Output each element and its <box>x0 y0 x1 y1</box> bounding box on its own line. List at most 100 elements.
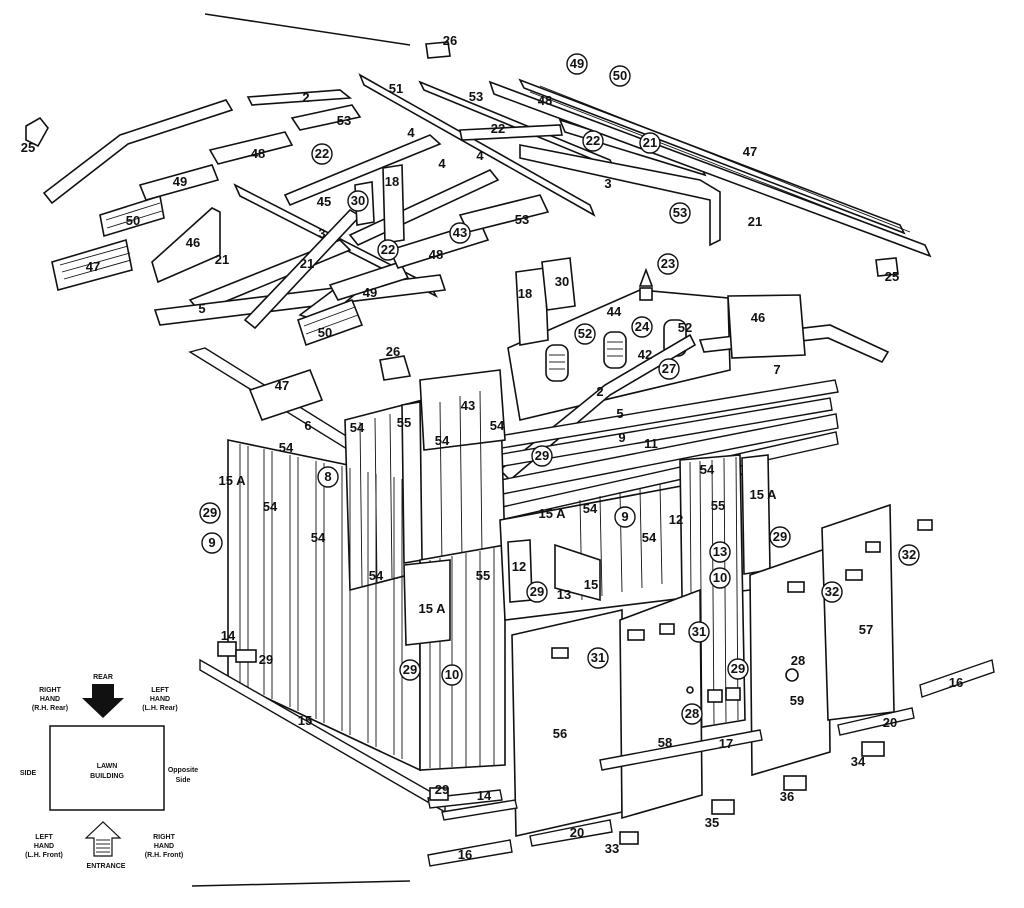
legend-right-hand-front-3: (R.H. Front) <box>145 852 184 859</box>
callout-24: 24 <box>635 319 650 334</box>
callout-53: 53 <box>515 212 529 227</box>
callout-20: 20 <box>883 715 897 730</box>
legend-center-1: LAWN <box>97 763 118 770</box>
callout-8: 8 <box>324 469 331 484</box>
callout-27-ring <box>658 358 680 380</box>
callout-53: 53 <box>469 89 483 104</box>
callout-12: 12 <box>669 512 683 527</box>
callout-9: 9 <box>618 430 625 445</box>
callout-55: 55 <box>397 415 411 430</box>
callout-29: 29 <box>403 662 417 677</box>
legend-side: SIDE <box>20 770 37 777</box>
front-gable <box>498 257 890 482</box>
legend-rear: REAR <box>93 674 113 681</box>
callout-14: 14 <box>221 628 236 643</box>
callout-59: 59 <box>790 693 804 708</box>
callout-10: 10 <box>445 667 459 682</box>
legend-right-hand-rear-3: (R.H. Rear) <box>32 705 68 712</box>
legend-right-hand-rear-1: RIGHT <box>39 687 62 694</box>
callout-22: 22 <box>586 133 600 148</box>
callout-29: 29 <box>259 652 273 667</box>
callout-33: 33 <box>605 841 619 856</box>
callout-48: 48 <box>429 247 443 262</box>
callout-43-ring <box>449 222 471 244</box>
callout-44: 44 <box>607 304 622 319</box>
callout-20: 20 <box>570 825 584 840</box>
callout-30-ring <box>347 190 369 212</box>
callout-14: 14 <box>477 788 492 803</box>
callout-58: 58 <box>658 735 672 750</box>
callout-10: 10 <box>713 570 727 585</box>
callout-29: 29 <box>731 661 745 676</box>
legend-left-hand-rear-3: (L.H. Rear) <box>142 705 177 712</box>
callout-31: 31 <box>692 624 706 639</box>
callout-32: 32 <box>902 547 916 562</box>
callout-46: 46 <box>751 310 765 325</box>
legend-left-hand-rear-2: HAND <box>150 696 170 703</box>
callout-25: 25 <box>21 140 35 155</box>
callout-7: 7 <box>773 362 780 377</box>
callout-22: 22 <box>381 242 395 257</box>
callout-21: 21 <box>215 252 229 267</box>
legend-center-2: BUILDING <box>90 773 124 780</box>
callout-51: 51 <box>389 81 403 96</box>
callout-52: 52 <box>578 326 592 341</box>
callout-45: 45 <box>317 194 331 209</box>
base-rails <box>199 641 995 867</box>
callout-29: 29 <box>530 584 544 599</box>
callout-50: 50 <box>126 213 140 228</box>
down-arrow-icon <box>82 684 124 718</box>
callout-15a: 15 A <box>419 601 447 616</box>
legend-left-hand-rear-1: LEFT <box>151 687 169 694</box>
callout-16: 16 <box>458 847 472 862</box>
callout-50: 50 <box>613 68 627 83</box>
callout-23: 23 <box>661 256 675 271</box>
callout-9: 9 <box>621 509 628 524</box>
callout-32-ring <box>898 544 920 566</box>
callout-4: 4 <box>407 125 415 140</box>
callout-3: 3 <box>604 176 611 191</box>
callout-52: 52 <box>678 320 692 335</box>
callout-10-ring <box>441 664 463 686</box>
top-plates <box>188 347 839 525</box>
callout-43: 43 <box>461 398 475 413</box>
callout-2: 2 <box>302 90 309 105</box>
callout-47: 47 <box>86 259 100 274</box>
callout-22: 22 <box>491 121 505 136</box>
callout-28: 28 <box>685 706 699 721</box>
callout-21: 21 <box>643 135 657 150</box>
callout-30: 30 <box>351 193 365 208</box>
callout-30: 30 <box>555 274 569 289</box>
callout-53-ring <box>669 202 691 224</box>
legend-right-hand-front-2: HAND <box>154 843 174 850</box>
callout-15a: 15 A <box>539 506 567 521</box>
callout-22-ring <box>377 239 399 261</box>
callout-54: 54 <box>583 501 598 516</box>
callout-56: 56 <box>553 726 567 741</box>
callout-17: 17 <box>719 736 733 751</box>
legend-opposite-1: Opposite <box>168 767 198 774</box>
callout-3: 3 <box>318 226 325 241</box>
callout-49: 49 <box>363 285 377 300</box>
callout-5: 5 <box>198 301 205 316</box>
callout-4: 4 <box>476 148 484 163</box>
callout-54: 54 <box>279 440 294 455</box>
callout-28: 28 <box>791 653 805 668</box>
callout-22-ring <box>311 143 333 165</box>
callout-13: 13 <box>557 587 571 602</box>
legend-entrance: ENTRANCE <box>87 863 126 870</box>
callout-48: 48 <box>538 93 552 108</box>
callout-34: 34 <box>851 754 866 769</box>
callout-29-ring <box>531 445 553 467</box>
callout-31-ring <box>688 621 710 643</box>
callout-21: 21 <box>300 256 314 271</box>
callout-15a: 15 A <box>219 473 247 488</box>
callout-31-ring <box>587 647 609 669</box>
callout-15: 15 <box>584 577 598 592</box>
callout-50: 50 <box>318 325 332 340</box>
callout-35: 35 <box>705 815 719 830</box>
callout-47: 47 <box>743 144 757 159</box>
callout-11: 11 <box>644 436 658 451</box>
